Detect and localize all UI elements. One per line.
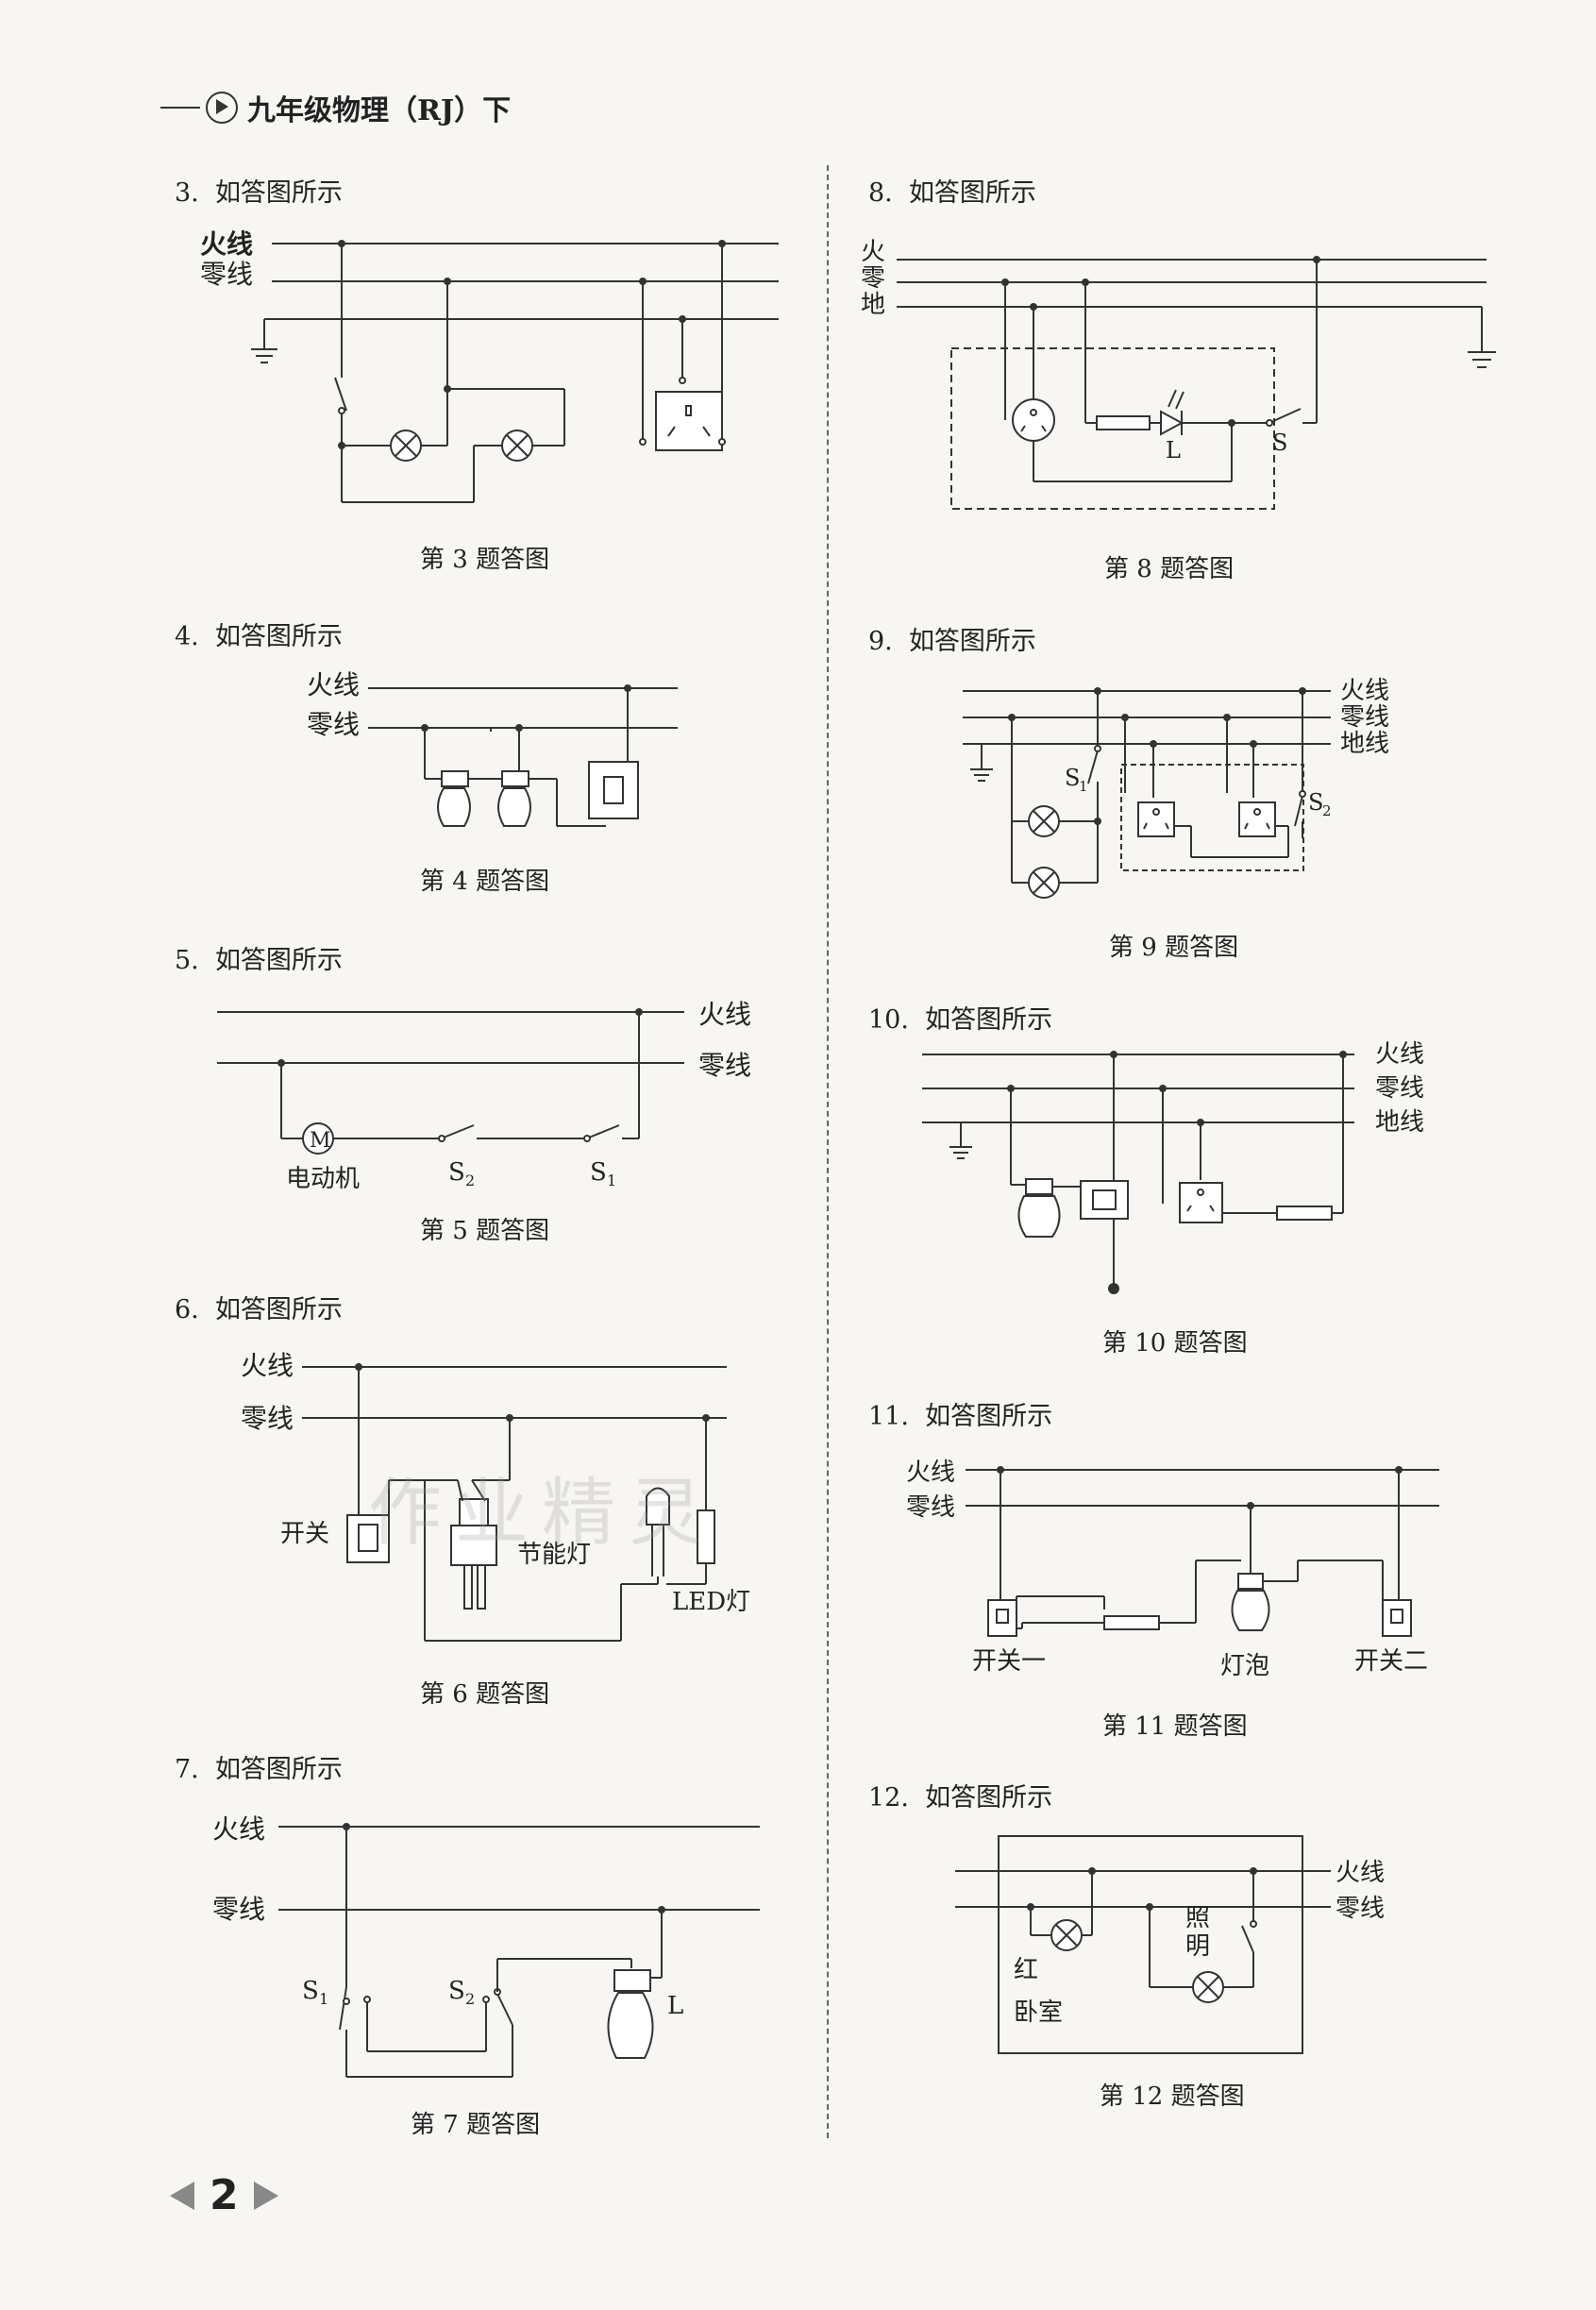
svg-text:S: S [1272, 430, 1287, 456]
caption-10: 第 10 题答图 [1102, 1329, 1248, 1357]
caption-8: 第 8 题答图 [1104, 555, 1235, 583]
question-11: 11. 如答图所示 [868, 1402, 1053, 1431]
header-rule [160, 107, 200, 109]
play-icon [206, 92, 238, 124]
svg-text:L: L [1166, 437, 1181, 464]
diagram-10: 火线 零线 地线 [920, 1040, 1487, 1311]
svg-text:开关二: 开关二 [1354, 1647, 1428, 1676]
svg-text:电动机: 电动机 [286, 1165, 360, 1193]
svg-text:S: S [448, 1158, 465, 1187]
svg-text:LED灯: LED灯 [672, 1588, 750, 1616]
svg-text:地线: 地线 [1375, 1108, 1424, 1137]
svg-text:开关: 开关 [280, 1520, 329, 1548]
page-header: 九年级物理（RJ）下 [160, 87, 511, 128]
caption-5: 第 5 题答图 [420, 1217, 550, 1245]
svg-text:照: 照 [1185, 1904, 1210, 1932]
question-4: 4. 如答图所示 [175, 622, 343, 651]
svg-text:地线: 地线 [1340, 730, 1389, 758]
svg-text:零线: 零线 [212, 1894, 265, 1925]
svg-text:开关一: 开关一 [972, 1647, 1046, 1676]
svg-text:S: S [302, 1977, 319, 2005]
svg-text:零线: 零线 [1375, 1074, 1424, 1103]
caption-12: 第 12 题答图 [1100, 2082, 1245, 2111]
watermark: 作业精灵 [368, 1471, 716, 1556]
question-9: 9. 如答图所示 [868, 627, 1036, 656]
diagram-8: 火 零 地 L S [859, 231, 1501, 528]
diagram-3: 火线 零线 [189, 227, 793, 514]
caption-4: 第 4 题答图 [420, 868, 550, 896]
book-title: 九年级物理（RJ）下 [247, 94, 512, 127]
svg-text:零线: 零线 [906, 1493, 955, 1522]
svg-text:灯泡: 灯泡 [1220, 1652, 1269, 1680]
svg-text:火线: 火线 [241, 1350, 294, 1381]
svg-text:火线: 火线 [698, 999, 751, 1030]
diagram-7: 火线 零线 S 1 S 2 L [212, 1798, 779, 2104]
question-3: 3. 如答图所示 [175, 178, 343, 208]
svg-text:2: 2 [1322, 802, 1332, 819]
svg-text:火: 火 [861, 238, 885, 266]
caption-3: 第 3 题答图 [420, 546, 550, 574]
svg-text:零线: 零线 [1340, 703, 1389, 732]
svg-text:2: 2 [465, 1990, 475, 2008]
svg-text:卧室: 卧室 [1014, 1998, 1063, 2027]
question-5: 5. 如答图所示 [175, 946, 343, 975]
svg-text:1: 1 [319, 1990, 328, 2008]
svg-text:明: 明 [1185, 1932, 1210, 1961]
diagram-9: 火线 零线 地线 S 1 S 2 [944, 670, 1472, 919]
diagram-11: 火线 零线 开关一 灯泡 开关二 [901, 1449, 1477, 1689]
svg-text:零线: 零线 [698, 1050, 751, 1081]
page-number: 2 [170, 2171, 278, 2219]
caption-11: 第 11 题答图 [1102, 1712, 1248, 1741]
svg-text:S: S [590, 1158, 607, 1187]
diagram-6: 火线 零线 开关 节能灯 LED灯 [236, 1340, 764, 1656]
question-6: 6. 如答图所示 [175, 1295, 343, 1324]
diagram-4: 火线 零线 [302, 666, 698, 858]
svg-text:火线: 火线 [906, 1459, 955, 1487]
svg-text:零线: 零线 [1336, 1895, 1385, 1923]
svg-text:M: M [310, 1129, 331, 1153]
column-divider [827, 165, 829, 2138]
svg-text:S: S [448, 1977, 465, 2005]
svg-text:S: S [1308, 789, 1323, 816]
svg-text:零线: 零线 [307, 709, 360, 740]
next-arrow-icon [253, 2181, 278, 2210]
svg-text:S: S [1065, 765, 1080, 791]
svg-text:1: 1 [607, 1172, 616, 1189]
svg-text:火线: 火线 [1340, 677, 1389, 705]
svg-text:零: 零 [861, 264, 885, 293]
question-12: 12. 如答图所示 [868, 1783, 1053, 1813]
svg-text:2: 2 [465, 1172, 475, 1189]
svg-text:火线: 火线 [1336, 1859, 1385, 1887]
prev-arrow-icon [170, 2181, 194, 2210]
svg-text:零线: 零线 [241, 1403, 294, 1434]
neutral-label: 零线 [200, 259, 253, 290]
svg-text:地: 地 [861, 291, 885, 319]
caption-6: 第 6 题答图 [420, 1680, 550, 1709]
caption-7: 第 7 题答图 [411, 2111, 541, 2139]
caption-9: 第 9 题答图 [1109, 934, 1239, 962]
svg-text:红: 红 [1014, 1956, 1038, 1984]
diagram-12: 火线 零线 红 卧室 照 明 [953, 1831, 1444, 2071]
svg-text:1: 1 [1079, 778, 1088, 795]
live-label: 火线 [200, 228, 253, 260]
svg-text:火线: 火线 [212, 1813, 265, 1845]
svg-text:L: L [667, 1992, 683, 2020]
question-10: 10. 如答图所示 [868, 1005, 1053, 1035]
question-8: 8. 如答图所示 [868, 178, 1036, 208]
diagram-5: 火线 零线 M 电动机 S 2 S 1 [212, 991, 779, 1203]
svg-text:火线: 火线 [1375, 1040, 1424, 1069]
question-7: 7. 如答图所示 [175, 1755, 343, 1784]
svg-text:火线: 火线 [307, 669, 360, 700]
svg-text:节能灯: 节能灯 [517, 1541, 591, 1569]
